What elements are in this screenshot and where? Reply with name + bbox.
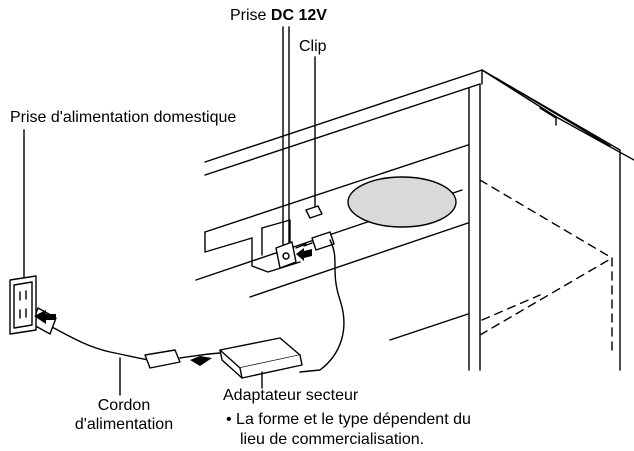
adapter-label: Adaptateur secteur [223,387,359,404]
dc-jack-label: Prise DC 12V [230,6,327,25]
dc-jack-label-prefix: Prise [230,7,271,24]
dc-cable [299,239,345,373]
power-cord-label: Cordon d'alimentation [58,396,190,434]
outlet-label: Prise d'alimentation domestique [10,109,237,126]
power-cord-label-line2: d'alimentation [74,416,174,433]
ac-adapter [219,337,303,389]
hidden-lines [479,179,613,356]
adapter-note-line2: lieu de commercialisation. [240,431,425,448]
dc-jack [275,26,297,269]
power-cord [37,319,221,396]
arrow-to-outlet [34,310,56,324]
dc-plug [295,231,335,251]
arrows [34,248,312,366]
arrow-plug-to-adapter [190,356,212,366]
wall-outlet [9,129,37,335]
power-cord-label-line1: Cordon [97,397,151,414]
clip-label: Clip [299,38,327,55]
cable-clip [305,56,323,219]
adapter-note-line1: • La forme et le type dépendent du [226,411,471,428]
speaker-grille [347,176,457,228]
dc-jack-label-bold: DC 12V [270,7,327,24]
arrow-to-dc-jack [296,248,312,261]
